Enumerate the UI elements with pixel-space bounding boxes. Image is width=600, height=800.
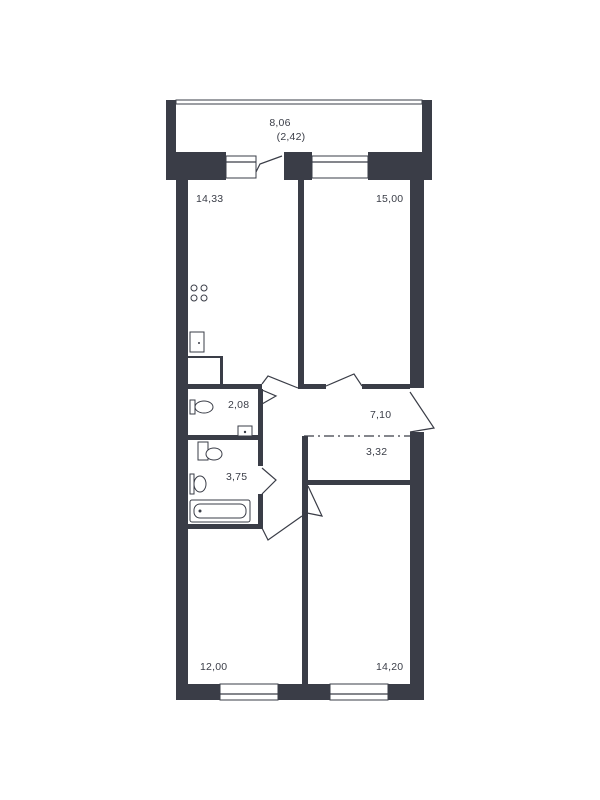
bath-toilet-icon [197, 441, 223, 461]
doors [255, 155, 436, 541]
door-toilet [261, 389, 278, 405]
balcony-railing [175, 99, 423, 105]
balcony-wall-left [166, 100, 176, 172]
bathtub-icon [189, 499, 251, 523]
balcony-area: 8,06 [269, 117, 290, 129]
small-sink-icon [237, 425, 253, 437]
window-bedroom-top [311, 155, 369, 179]
door-kitchen [261, 375, 299, 389]
door-entrance [409, 391, 436, 433]
door-bedroom-bottom-left [261, 515, 303, 541]
door-bathroom [261, 467, 277, 495]
window-kitchen [225, 155, 257, 179]
window-bedroom-bottom-right [329, 683, 389, 701]
bath-sink-icon [189, 473, 207, 495]
balcony [166, 99, 432, 172]
door-balcony [255, 155, 283, 173]
balcony-wall-right [422, 100, 432, 172]
balcony-area-note: (2,42) [277, 131, 306, 143]
door-bedroom-top [325, 373, 363, 387]
door-bedroom-bottom-right [301, 485, 324, 517]
toilet-icon [189, 399, 214, 415]
window-bedroom-bottom-left [219, 683, 279, 701]
interior-walls [188, 180, 410, 684]
hallway-area: 7,10 [370, 409, 391, 421]
storage-area: 3,32 [366, 446, 387, 458]
kitchen-living-area: 14,33 [196, 193, 223, 205]
stove-icon [190, 284, 208, 302]
bathroom-area: 3,75 [226, 471, 247, 483]
fixtures [189, 284, 253, 523]
room-labels: 8,06 (2,42) 14,33 15,00 2,08 7,10 3,32 3… [196, 117, 403, 673]
kitchen-sink-icon [189, 331, 205, 353]
bedroom-bottom-right-area: 14,20 [376, 661, 403, 673]
bedroom-top-right-area: 15,00 [376, 193, 403, 205]
bedroom-bottom-left-area: 12,00 [200, 661, 227, 673]
toilet-area: 2,08 [228, 399, 249, 411]
windows [219, 155, 389, 701]
exterior-walls [166, 152, 432, 700]
